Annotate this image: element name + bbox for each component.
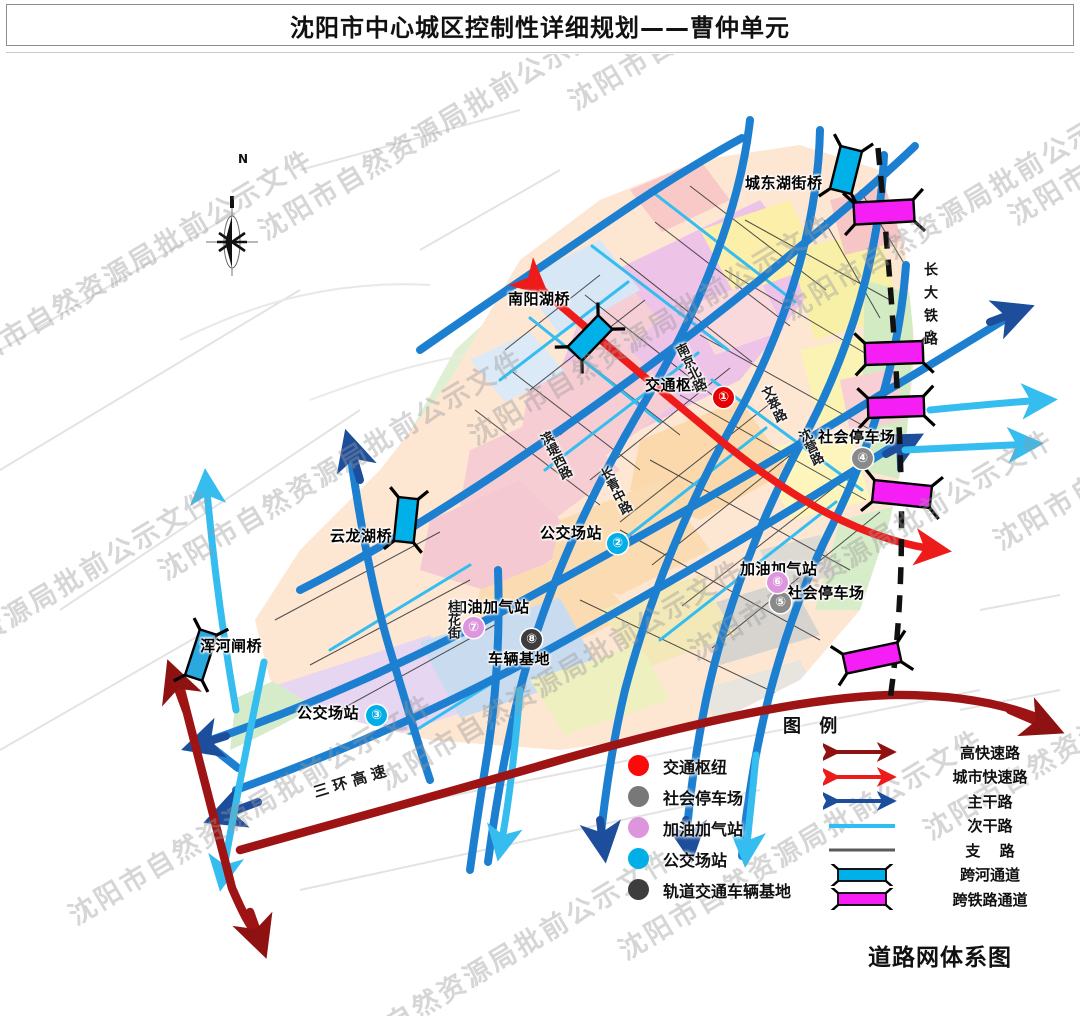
legend-item-rail-depot[interactable]: 轨道交通车辆基地 bbox=[628, 874, 838, 905]
bridge-label-chengdonghujie: 城东湖街桥 bbox=[745, 174, 823, 192]
legend-item-parking[interactable]: 社会停车场 bbox=[628, 781, 838, 812]
facility-label-5: 社会停车场 bbox=[787, 584, 865, 602]
facility-marker-1[interactable]: ① bbox=[713, 387, 734, 408]
legend-label: 轨道交通车辆基地 bbox=[663, 881, 792, 901]
page-title: 沈阳市中心城区控制性详细规划——曹仲单元 bbox=[290, 13, 790, 42]
legend-point-symbols: 交通枢纽 社会停车场 加油加气站 公交场站 轨道交通车辆基地 bbox=[628, 750, 838, 905]
legend-label: 支 路 bbox=[965, 841, 1022, 860]
gas-station-dot-icon bbox=[628, 817, 649, 838]
legend-item-river-crossing[interactable]: 跨河通道 bbox=[823, 863, 1078, 888]
bus-depot-dot-icon bbox=[628, 848, 649, 869]
legend-label: 主干路 bbox=[967, 792, 1013, 811]
railway-line bbox=[875, 147, 905, 701]
legend-item-city-expressway[interactable]: 城市快速路 bbox=[823, 765, 1078, 790]
compass-rose bbox=[206, 196, 258, 276]
facility-marker-3[interactable]: ③ bbox=[366, 705, 387, 726]
branch-road-line-icon bbox=[829, 848, 895, 852]
sheet-title: 道路网体系图 bbox=[868, 945, 1012, 971]
facility-marker-4[interactable]: ④ bbox=[852, 448, 873, 469]
facility-marker-7[interactable]: ⑦ bbox=[463, 617, 484, 638]
hub-dot-icon bbox=[628, 755, 649, 776]
legend-label: 社会停车场 bbox=[663, 788, 744, 808]
legend-item-secondary[interactable]: 次干路 bbox=[823, 814, 1078, 839]
facility-label-8: 车辆基地 bbox=[488, 650, 551, 668]
facility-marker-8[interactable]: ⑧ bbox=[521, 629, 542, 650]
facility-label-7: 加油加气站 bbox=[452, 598, 530, 616]
legend-item-rail-crossing[interactable]: 跨铁路通道 bbox=[823, 887, 1078, 912]
legend-label: 次干路 bbox=[967, 817, 1013, 836]
road-label-guihua-street: 桂花街 bbox=[445, 600, 460, 639]
map-canvas bbox=[0, 50, 1080, 1016]
legend-item-arterial[interactable]: 主干路 bbox=[823, 789, 1078, 814]
legend-item-branch[interactable]: 支 路 bbox=[823, 838, 1078, 863]
facility-label-2: 公交场站 bbox=[540, 524, 603, 542]
legend-title: 图 例 bbox=[783, 716, 844, 737]
bridge-label-nanyanghu: 南阳湖桥 bbox=[508, 290, 571, 308]
rail-crossings bbox=[829, 187, 944, 687]
legend: 图 例 交通枢纽 社会停车场 加油加气站 公交场站 轨道交通车辆基地 bbox=[628, 712, 1076, 912]
river-crossings bbox=[172, 133, 875, 693]
arterial-arrow-icon bbox=[823, 791, 897, 812]
freeway-arrow-icon bbox=[823, 742, 897, 763]
legend-label: 加油加气站 bbox=[663, 819, 744, 839]
facility-label-3: 公交场站 bbox=[297, 704, 360, 722]
freeway-arrow-tips bbox=[162, 659, 1065, 959]
facility-marker-5[interactable]: ⑤ bbox=[770, 592, 791, 613]
facility-marker-6[interactable]: ⑥ bbox=[767, 572, 788, 593]
facility-marker-2[interactable]: ② bbox=[607, 533, 628, 554]
city-expressway-arrow-icon bbox=[823, 766, 897, 787]
legend-label: 高快速路 bbox=[959, 743, 1020, 762]
river-crossing-icon bbox=[830, 863, 894, 886]
facility-label-4: 社会停车场 bbox=[818, 428, 896, 446]
legend-item-hub[interactable]: 交通枢纽 bbox=[628, 750, 838, 781]
legend-label: 交通枢纽 bbox=[663, 757, 728, 777]
title-divider bbox=[6, 52, 1074, 53]
legend-label: 跨铁路通道 bbox=[952, 890, 1028, 909]
parking-dot-icon bbox=[628, 786, 649, 807]
rail-crossing-icon bbox=[830, 888, 894, 911]
page-title-bar: 沈阳市中心城区控制性详细规划——曹仲单元 bbox=[6, 4, 1074, 46]
railway-label: 长大铁路 bbox=[922, 262, 938, 354]
legend-item-bus-depot[interactable]: 公交场站 bbox=[628, 843, 838, 874]
legend-item-gas-station[interactable]: 加油加气站 bbox=[628, 812, 838, 843]
legend-label: 城市快速路 bbox=[952, 768, 1028, 787]
secondary-road-line-icon bbox=[829, 823, 895, 828]
legend-label: 跨河通道 bbox=[959, 866, 1020, 885]
legend-label: 公交场站 bbox=[663, 850, 728, 870]
rail-depot-dot-icon bbox=[628, 879, 649, 900]
bridge-label-hunhezha: 浑河闸桥 bbox=[200, 637, 263, 655]
legend-item-freeway[interactable]: 高快速路 bbox=[823, 740, 1078, 765]
compass-north-label: N bbox=[238, 152, 249, 166]
legend-line-symbols: 高快速路 城市快速路 主干路 bbox=[823, 740, 1078, 912]
bridge-label-yunlonghu: 云龙湖桥 bbox=[330, 527, 393, 545]
